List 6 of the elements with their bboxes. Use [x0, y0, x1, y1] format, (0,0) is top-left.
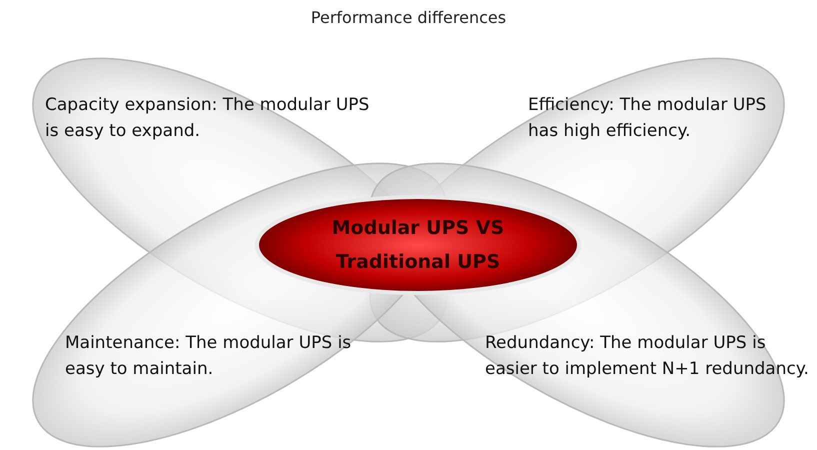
center-text: Modular UPS VS Traditional UPS	[330, 216, 506, 275]
title-text: Performance differences	[310, 8, 508, 27]
petal-text: Capacity expansion: The modular UPS is easy to expand.	[45, 94, 370, 143]
petal-text: Redundancy: The modular UPS is easier to implement N+1 redundancy.	[485, 332, 810, 381]
petal-text: Efficiency: The modular UPS has high efficiency.	[528, 94, 768, 143]
petal-text: Maintenance: The modular UPS is easy to maintain.	[65, 332, 352, 381]
